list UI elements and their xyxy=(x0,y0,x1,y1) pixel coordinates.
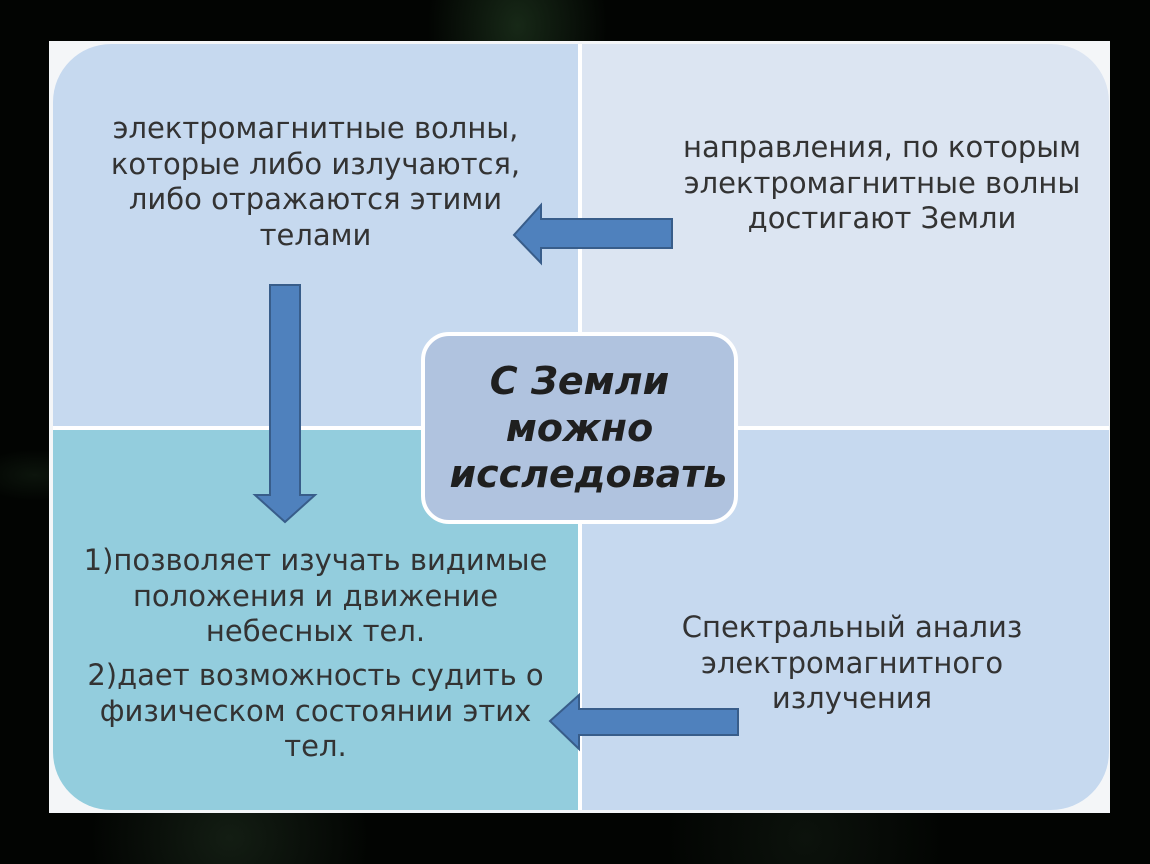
quadrant-top-left-text: электромагнитные волны, которые либо изл… xyxy=(110,111,521,252)
quadrant-bottom-left-text: 1)позволяет изучать видимые положения и … xyxy=(73,543,558,765)
arrow-left-icon xyxy=(512,202,673,266)
arrow-down-icon xyxy=(252,284,318,524)
bottom-left-point-2: 2)дает возможность судить о физическом с… xyxy=(87,657,544,764)
center-title-box: С Земли можно исследовать xyxy=(421,332,738,524)
center-title: С Земли можно исследовать xyxy=(449,359,728,497)
quadrant-bottom-left: 1)позволяет изучать видимые положения и … xyxy=(53,430,578,810)
quadrant-bottom-right-text: Спектральный анализ электромагнитного из… xyxy=(681,610,1023,716)
quadrant-top-right-text: направления, по которым электромагнитные… xyxy=(682,130,1082,236)
arrow-left-icon xyxy=(548,692,739,752)
bottom-left-point-1: 1)позволяет изучать видимые положения и … xyxy=(83,543,548,649)
